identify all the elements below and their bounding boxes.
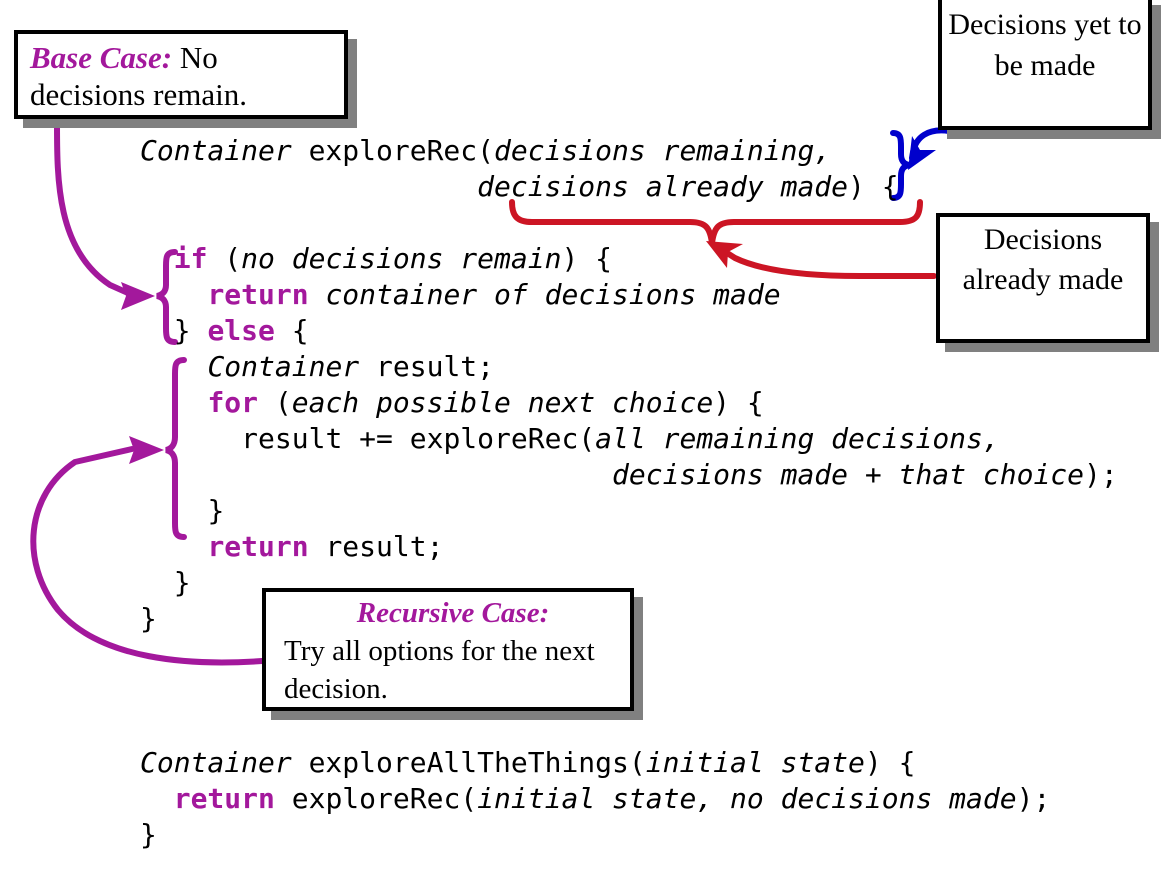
- blue-arrow-line: [909, 127, 952, 161]
- callout-recursive-case: Recursive Case: Try all options for the n…: [262, 588, 634, 711]
- code-else-open: {: [274, 314, 309, 347]
- callout-decisions-already-text: Decisions already made: [962, 223, 1124, 296]
- code-call-result-plus-explorerec: result += exploreRec(: [241, 422, 596, 455]
- code-signature-block: Container exploreRec(decisions remaining…: [140, 133, 899, 205]
- code-type-container-tail: Container: [140, 746, 292, 779]
- code-indent: [140, 566, 174, 599]
- code-kw-else: else: [207, 314, 275, 347]
- code-brace-close-tail-fn: }: [140, 818, 157, 851]
- code-tail-sig-close: ) {: [864, 746, 916, 779]
- code-for-open: (: [258, 386, 292, 419]
- code-param-decisions-remaining: decisions remaining,: [494, 134, 832, 167]
- code-if-open: (: [207, 242, 242, 275]
- code-expr-container-of-decisions-made: container of decisions made: [308, 278, 781, 311]
- code-kw-return-1: return: [207, 278, 309, 311]
- code-brace-close-if: }: [173, 314, 208, 347]
- code-arg-all-remaining-decisions: all remaining decisions,: [595, 422, 1000, 455]
- code-brace-close-for: }: [207, 494, 225, 527]
- blue-decisions-yet-annotation: [890, 127, 952, 201]
- code-decl-result: result;: [359, 350, 495, 383]
- code-indent: [140, 782, 174, 815]
- code-indent: [140, 350, 207, 383]
- code-tail-block: Container exploreAllTheThings(initial st…: [140, 745, 1050, 853]
- code-kw-return-2: return: [207, 530, 309, 563]
- code-call-close: );: [1084, 458, 1118, 491]
- code-indent: [140, 494, 207, 527]
- code-brace-close-else: }: [173, 566, 191, 599]
- callout-recursive-case-lead: Recursive Case:: [356, 597, 550, 629]
- code-indent: [140, 278, 207, 311]
- callout-decisions-yet-to-be-made: Decisions yet to be made: [938, 0, 1152, 130]
- callout-base-case-lead: Base Case:: [30, 40, 173, 75]
- code-indent: [140, 314, 174, 347]
- code-kw-for: for: [207, 386, 259, 419]
- code-indent: [140, 530, 207, 563]
- callout-decisions-yet-text: Decisions yet to be made: [948, 8, 1142, 82]
- blue-arrow-head-icon: [908, 136, 936, 170]
- code-tail-call-close: );: [1016, 782, 1051, 815]
- code-body-block: if (no decisions remain) { return contai…: [140, 241, 1118, 637]
- code-cond-each-possible-next-choice: each possible next choice: [291, 386, 714, 419]
- code-brace-close-fn: }: [140, 602, 157, 635]
- code-indent: [140, 458, 612, 491]
- callout-decisions-already-made: Decisions already made: [936, 213, 1150, 343]
- code-type-container-result: Container: [207, 350, 360, 383]
- code-arg-initial-state-no-decisions: initial state, no decisions made: [477, 782, 1017, 815]
- code-param-decisions-already-made: decisions already made: [477, 170, 849, 203]
- callout-recursive-case-body: Try all options for the next decision.: [284, 635, 595, 705]
- purple-arrow-base-line: [54, 120, 131, 296]
- code-kw-return-3: return: [173, 782, 275, 815]
- code-type-container: Container: [140, 134, 292, 167]
- code-sig-tail: ) {: [848, 170, 899, 203]
- code-indent: [140, 242, 174, 275]
- callout-base-case: Base Case: No decisions remain.: [14, 30, 348, 119]
- code-cond-no-decisions-remain: no decisions remain: [241, 242, 562, 275]
- code-call-explorerec-tail: exploreRec(: [274, 782, 478, 815]
- code-indent: [140, 422, 241, 455]
- code-indent: [140, 386, 207, 419]
- code-for-close: ) {: [713, 386, 764, 419]
- code-fn-explorerec: exploreRec(: [291, 134, 495, 167]
- code-if-close: ) {: [561, 242, 613, 275]
- code-arg-decisions-made-plus-choice: decisions made + that choice: [612, 458, 1085, 491]
- code-indent-spacer: [140, 170, 477, 203]
- code-fn-exploreallthethings: exploreAllTheThings(: [291, 746, 646, 779]
- code-kw-if: if: [173, 242, 208, 275]
- code-return-result: result;: [308, 530, 444, 563]
- code-arg-initial-state: initial state: [645, 746, 865, 779]
- callout-base-case-body: No decisions remain.: [30, 40, 247, 112]
- red-brace-icon: [509, 199, 923, 244]
